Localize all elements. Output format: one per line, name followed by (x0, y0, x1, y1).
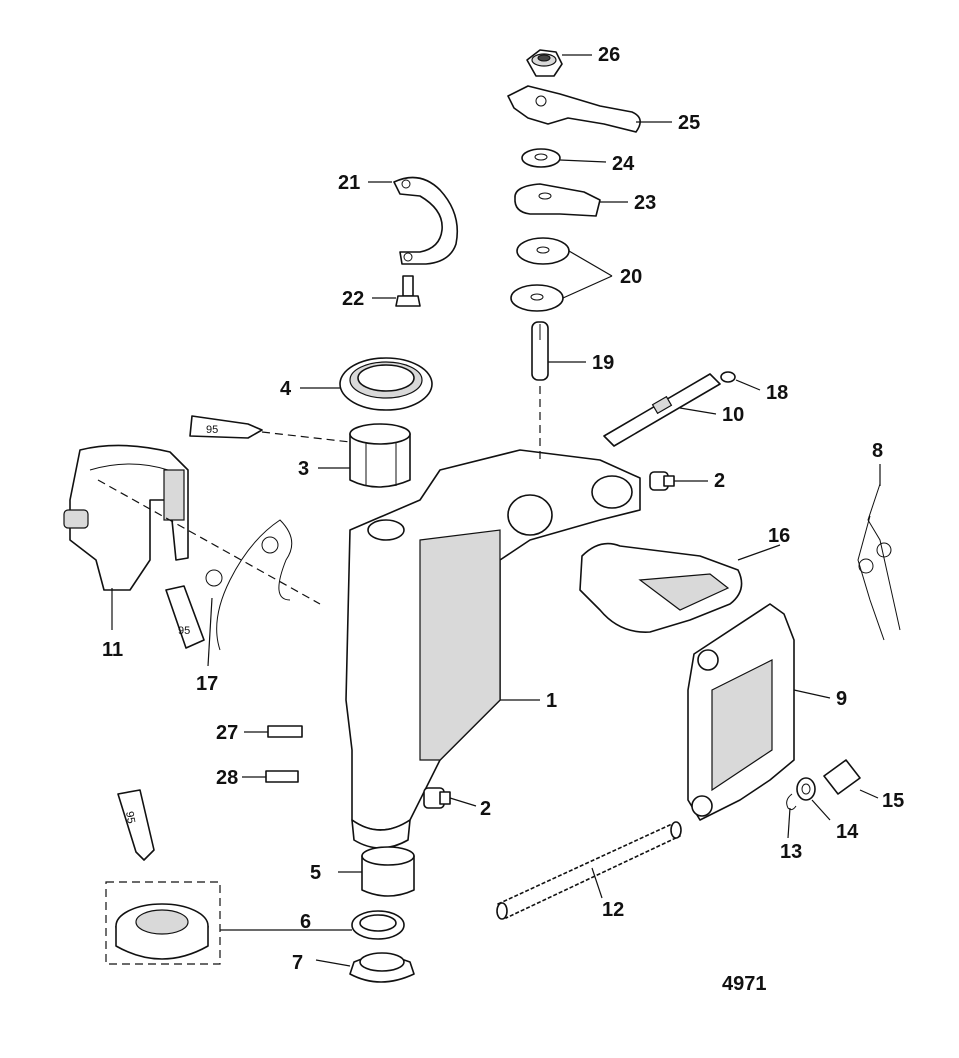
callout-4: 4 (280, 378, 292, 400)
part-26-locknut (526, 49, 563, 77)
callout-10: 10 (722, 404, 744, 426)
callout-15: 15 (882, 790, 904, 812)
callout-5: 5 (310, 862, 321, 884)
part-6-ring (351, 910, 405, 940)
callout-17: 17 (196, 673, 218, 695)
part-1-swivel-bracket (345, 449, 641, 849)
part-22-screw (395, 275, 421, 307)
part-11-clamp-bracket (63, 444, 189, 591)
inset-box: 95 (105, 789, 352, 965)
callout-13: 13 (780, 841, 802, 863)
part-25-lever (507, 85, 641, 133)
part-18-clip (720, 371, 736, 383)
callout-21: 21 (338, 172, 360, 194)
part-17-spring (205, 519, 293, 651)
svg-text:95: 95 (178, 625, 190, 637)
part-13-clip (786, 793, 797, 811)
callout-16: 16 (768, 525, 790, 547)
part-15-spring (823, 759, 861, 795)
callout-8: 8 (872, 440, 883, 462)
grease-tube-mid: 95 (165, 585, 205, 649)
part-5-bushing (361, 846, 415, 897)
part-9-support (687, 603, 795, 821)
part-20-washers (510, 237, 570, 312)
part-27 (267, 725, 303, 738)
part-4-ring (339, 357, 433, 411)
part-23-plate (514, 183, 601, 217)
part-3-bushing (349, 423, 411, 488)
part-14-washer (796, 777, 816, 801)
figure-number: 4971 (722, 973, 767, 995)
part-21-hook (393, 176, 459, 265)
callout-24: 24 (612, 153, 635, 175)
callout-23: 23 (634, 192, 656, 214)
part-19-pin (531, 321, 549, 381)
part-24-washer (521, 148, 561, 168)
part-10-pivot-pin (603, 373, 721, 447)
callout-25: 25 (678, 112, 700, 134)
part-12-tilt-tube (496, 821, 682, 920)
callout-18: 18 (766, 382, 788, 404)
svg-text:95: 95 (123, 810, 137, 824)
part-7-cap (349, 952, 415, 983)
callout-19: 19 (592, 352, 614, 374)
callout-2-bottom: 2 (480, 798, 491, 820)
part-2-fitting-bottom (423, 787, 451, 809)
leader-lines (111, 54, 881, 967)
svg-text:95: 95 (206, 424, 218, 436)
callout-12: 12 (602, 899, 624, 921)
callout-28: 28 (216, 767, 238, 789)
callout-27: 27 (216, 722, 238, 744)
callout-11: 11 (102, 639, 123, 661)
callout-14: 14 (836, 821, 859, 843)
part-8-spring (857, 483, 901, 641)
part-28 (265, 770, 299, 783)
callout-20: 20 (620, 266, 642, 288)
callout-22: 22 (342, 288, 364, 310)
callout-9: 9 (836, 688, 847, 710)
callout-7: 7 (292, 952, 303, 974)
callout-3: 3 (298, 458, 309, 480)
callout-6: 6 (300, 911, 311, 933)
callout-2-top: 2 (714, 470, 725, 492)
grease-tube-top: 95 (189, 415, 351, 443)
callout-1: 1 (546, 690, 557, 712)
callout-labels: 26 25 24 23 21 20 22 19 4 18 10 3 8 2 16… (102, 44, 904, 995)
part-16-tilt-lock (579, 542, 743, 633)
callout-26: 26 (598, 44, 620, 66)
part-2-fitting-top (649, 471, 675, 491)
